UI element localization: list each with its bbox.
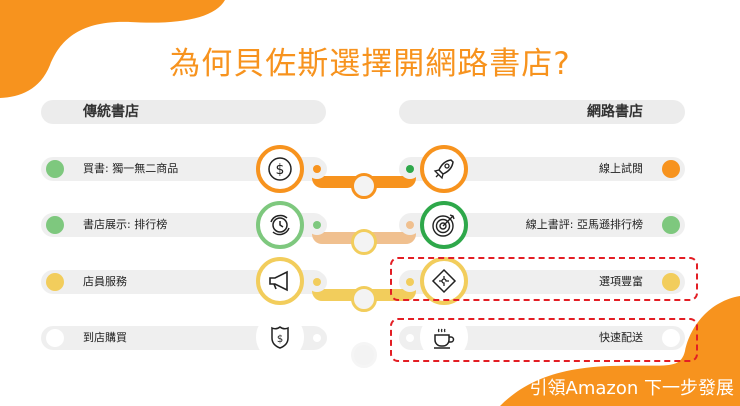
left-label-1: 書店展示: 排行榜	[83, 218, 168, 231]
right-connector-dot-0	[400, 159, 420, 179]
left-connector-dot-0	[307, 159, 327, 179]
target-icon	[432, 214, 455, 237]
left-connector-dot-3	[307, 328, 327, 348]
right-dot-3	[662, 329, 680, 347]
left-connector-dot-1	[307, 215, 327, 235]
left-dot-1	[46, 216, 64, 234]
left-dot-0	[46, 160, 64, 178]
right-label-2: 選項豐富	[599, 275, 643, 288]
left-dot-2	[46, 273, 64, 291]
highlight-box-delivery	[390, 318, 698, 362]
rocket-icon	[433, 159, 454, 180]
left-ring-1	[256, 201, 304, 249]
highlight-box-options	[390, 257, 698, 301]
left-header-label: 傳統書店	[83, 104, 139, 120]
left-ring-2	[256, 257, 304, 305]
right-connector-dot-1	[400, 215, 420, 235]
right-header: 網路書店	[399, 100, 685, 124]
connector-node-0	[351, 173, 377, 199]
clock-refresh-icon	[270, 214, 290, 236]
right-connector-dot-3	[400, 328, 420, 348]
top-left-blob	[0, 0, 225, 98]
right-dot-1	[662, 216, 680, 234]
right-dot-2	[662, 273, 680, 291]
right-ring-1	[420, 201, 468, 249]
right-label-3: 快速配送	[599, 331, 643, 344]
right-dot-0	[662, 160, 680, 178]
left-header: 傳統書店	[41, 100, 326, 124]
right-connector-dot-2	[400, 272, 420, 292]
left-ring-0: $	[256, 145, 304, 193]
megaphone-icon	[269, 270, 288, 292]
right-ring-2	[420, 257, 468, 305]
bottom-right-blob	[500, 296, 740, 406]
svg-text:$: $	[276, 162, 285, 178]
right-label-0: 線上試閱	[599, 162, 643, 175]
right-ring-3	[420, 313, 468, 361]
left-label-3: 到店購買	[83, 331, 127, 344]
right-header-label: 網路書店	[587, 104, 643, 120]
svg-text:$: $	[277, 334, 283, 345]
left-ring-3: $	[256, 313, 304, 361]
connector-node-2	[351, 286, 377, 312]
left-label-2: 店員服務	[83, 275, 127, 288]
right-label-1: 線上書評: 亞馬遜排行榜	[525, 218, 643, 231]
coffee-cup-icon	[434, 328, 455, 349]
connector-node-3	[351, 342, 377, 368]
footer-tagline: 引領Amazon 下一步發展	[529, 378, 734, 399]
right-ring-0	[420, 145, 468, 193]
page-title: 為何貝佐斯選擇開網路書店?	[169, 46, 571, 82]
left-dot-3	[46, 329, 64, 347]
left-label-0: 買書: 獨一無二商品	[83, 162, 179, 175]
puzzle-icon	[431, 268, 457, 294]
shield-dollar-icon: $	[271, 326, 289, 349]
left-connector-dot-2	[307, 272, 327, 292]
dollar-coin-icon: $	[268, 157, 292, 181]
connector-node-1	[351, 229, 377, 255]
